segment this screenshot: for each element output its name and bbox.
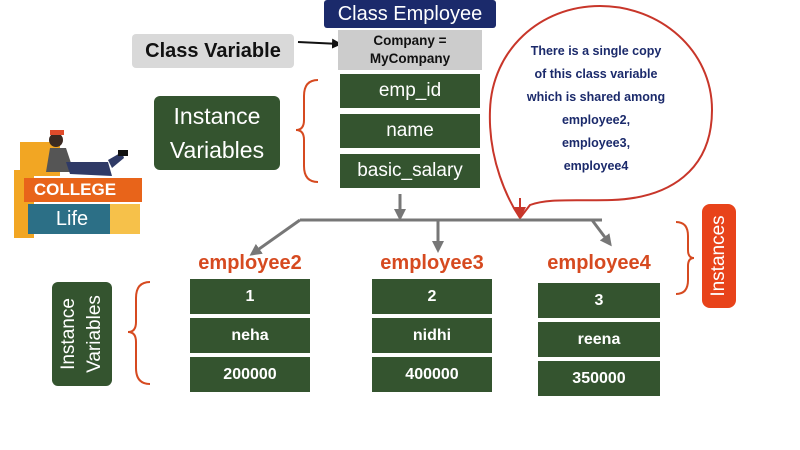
class-variable-line1: Company = — [373, 33, 447, 48]
branch-employee2 — [249, 218, 301, 256]
callout-line: which is shared among — [526, 90, 666, 104]
employee4-name: reena — [536, 320, 662, 359]
instance-variables-vertical-box: Instance Variables — [52, 282, 112, 386]
field-name: name — [338, 112, 482, 150]
employee3-name: nidhi — [370, 316, 494, 355]
brace-instances — [675, 221, 695, 295]
instance-variables-line1: Instance — [173, 103, 261, 129]
callout-line: employee3, — [561, 136, 631, 150]
employee2-salary: 200000 — [188, 355, 312, 394]
callout-bubble — [488, 4, 714, 220]
class-variable-arrow — [297, 38, 342, 49]
callout-line: of this class variable — [534, 67, 658, 81]
callout-line: There is a single copy — [530, 44, 662, 58]
instances-label-box: Instances — [702, 204, 736, 308]
employee2-object: employee2 1 neha 200000 — [188, 252, 312, 394]
class-variable-label: Class Variable — [132, 34, 294, 68]
class-variable-box: Company = MyCompany — [338, 30, 482, 70]
instances-label: Instances — [708, 215, 729, 297]
employee4-title: employee4 — [547, 252, 651, 274]
branch-employee4 — [590, 219, 612, 247]
field-emp-id: emp_id — [338, 72, 482, 110]
employee4-object: employee4 3 reena 350000 — [536, 252, 662, 398]
employee2-title: employee2 — [198, 252, 302, 274]
callout-text: There is a single copy of this class var… — [514, 40, 678, 178]
instance-variables-vertical-line2: Variables — [84, 295, 105, 373]
field-basic-salary: basic_salary — [338, 152, 482, 190]
callout-line: employee2, — [561, 113, 631, 127]
employee4-emp-id: 3 — [536, 281, 662, 320]
employee3-salary: 400000 — [370, 355, 494, 394]
callout-line: employee4 — [563, 159, 629, 173]
employee4-salary: 350000 — [536, 359, 662, 398]
class-title: Class Employee — [324, 0, 496, 28]
brace-instance-vars-top — [295, 79, 319, 183]
brace-instance-vars-bottom — [127, 281, 151, 385]
employee3-title: employee3 — [380, 252, 484, 274]
logo-word-life: Life — [55, 208, 89, 230]
logo-word-college: COLLEGE — [33, 180, 117, 199]
instance-variables-vertical-line1: Instance — [58, 298, 79, 370]
instance-variables-line2: Variables — [169, 137, 265, 163]
employee3-object: employee3 2 nidhi 400000 — [370, 252, 494, 394]
employee2-name: neha — [188, 316, 312, 355]
employee3-emp-id: 2 — [370, 277, 494, 316]
college-life-logo — [14, 130, 142, 238]
employee2-emp-id: 1 — [188, 277, 312, 316]
instance-variables-label: Instance Variables — [154, 96, 280, 170]
class-variable-line2: MyCompany — [369, 51, 451, 66]
